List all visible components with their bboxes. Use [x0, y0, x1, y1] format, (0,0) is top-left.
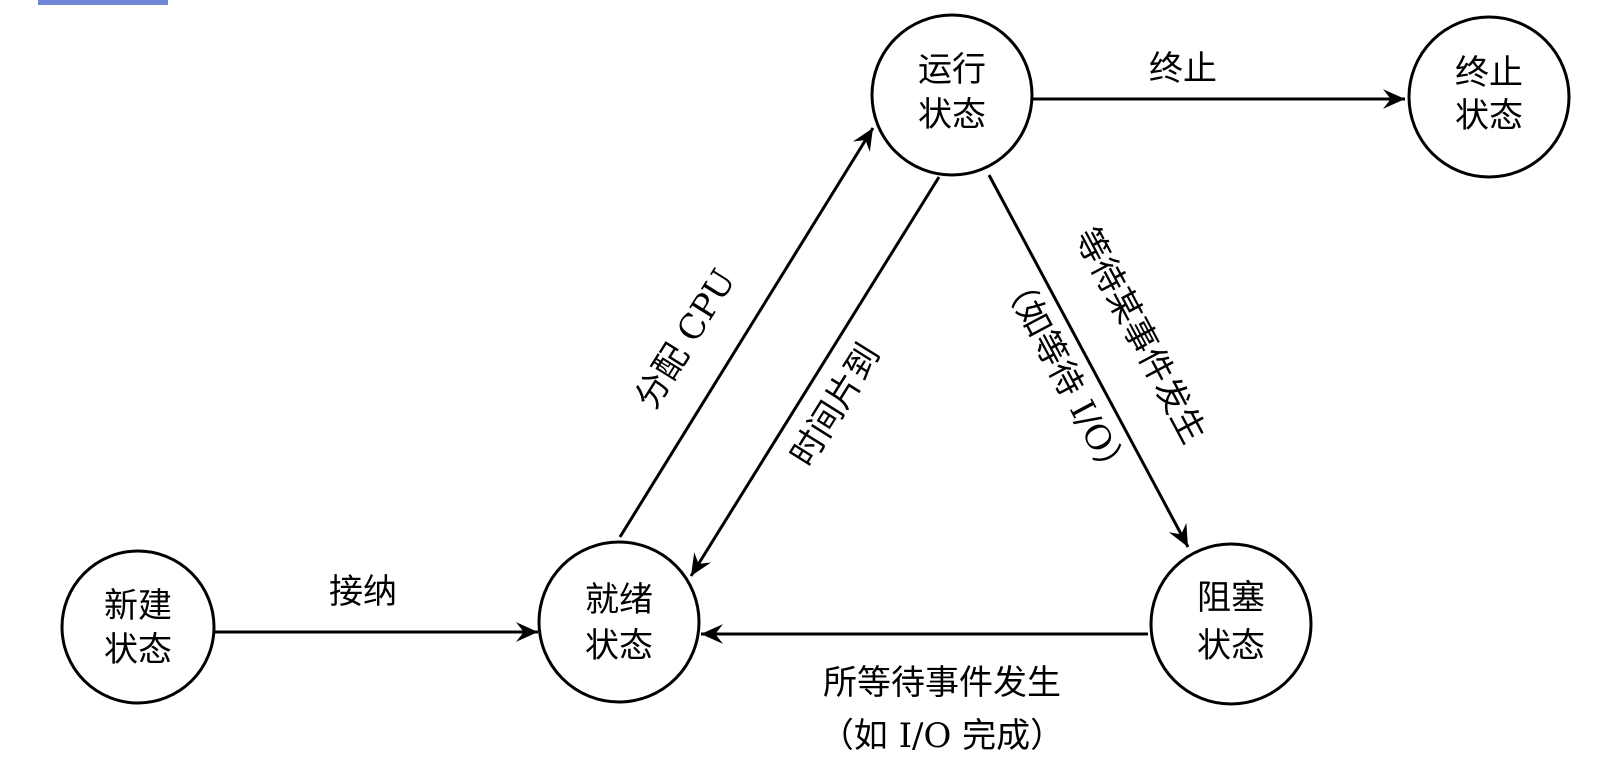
edge-admit-label: 接纳 — [329, 572, 397, 612]
node-new-line2: 状态 — [104, 630, 172, 670]
node-terminated: 终止 状态 — [1407, 15, 1571, 179]
node-new: 新建 状态 — [60, 549, 216, 705]
node-ready-line2: 状态 — [585, 626, 653, 666]
edge-event-occurs-label-line1: 所等待事件发生 — [823, 663, 1061, 703]
corner-mark — [38, 0, 168, 5]
node-terminated-line1: 终止 — [1455, 53, 1523, 93]
node-new-line1: 新建 — [104, 586, 172, 626]
node-running: 运行 状态 — [870, 13, 1034, 177]
node-blocked: 阻塞 状态 — [1149, 542, 1313, 706]
edge-exit-label: 终止 — [1149, 49, 1217, 89]
node-terminated-line2: 状态 — [1455, 96, 1523, 136]
edge-event-occurs-label-line2: （如 I/O 完成） — [820, 716, 1064, 756]
node-blocked-line1: 阻塞 — [1197, 578, 1265, 618]
node-blocked-line2: 状态 — [1197, 626, 1265, 666]
edge-wait — [987, 174, 1190, 548]
node-running-line2: 状态 — [918, 95, 986, 135]
node-running-line1: 运行 — [918, 50, 986, 90]
node-ready-line1: 就绪 — [585, 580, 653, 620]
node-ready: 就绪 状态 — [537, 540, 701, 704]
edge-dispatch-label: 分配 CPU — [627, 263, 743, 416]
edge-timeout — [689, 176, 941, 577]
edge-dispatch — [618, 127, 875, 538]
